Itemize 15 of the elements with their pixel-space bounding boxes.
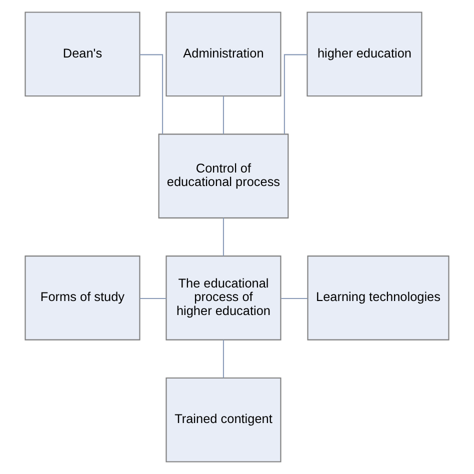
connector bbox=[222, 218, 224, 256]
connector bbox=[140, 54, 164, 134]
node-box: Administration bbox=[166, 12, 282, 97]
connector bbox=[284, 54, 308, 134]
connector bbox=[222, 96, 224, 134]
node-box: Control of educational process bbox=[158, 134, 289, 218]
connector bbox=[281, 298, 308, 300]
connector bbox=[140, 298, 166, 300]
connector bbox=[222, 340, 224, 378]
node-box: Forms of study bbox=[24, 256, 140, 340]
node-box: Dean's bbox=[24, 12, 140, 97]
node-box: Learning technologies bbox=[307, 256, 450, 340]
node-box: higher education bbox=[306, 12, 422, 97]
node-box: Trained contigent bbox=[166, 377, 282, 462]
node-box: The educational process of higher education bbox=[166, 256, 282, 340]
